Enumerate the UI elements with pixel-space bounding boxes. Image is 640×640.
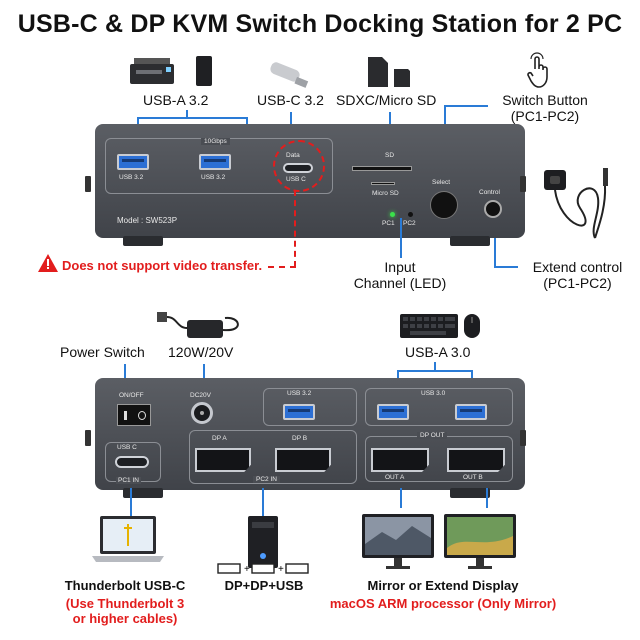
keyboard-icon [400, 314, 458, 338]
control-label: Control [479, 189, 500, 196]
dp-a-label: DP A [212, 435, 227, 442]
dc-label: DC20V [190, 392, 211, 399]
kvm-front-panel: 10Gbps USB 3.2 USB 3.2 Data USB C SD Mic… [95, 124, 525, 246]
micro-sd-label: Micro SD [372, 190, 399, 197]
svg-text:+: + [278, 564, 284, 575]
usb-c-port-front[interactable] [283, 163, 313, 173]
usb-c-port-back[interactable] [115, 456, 149, 468]
usb-a-30-port-1[interactable] [377, 404, 409, 420]
usb-a-30-port-2[interactable] [455, 404, 487, 420]
pc1-in-label: PC1 IN [116, 477, 141, 484]
switch-button-label: Switch Button (PC1-PC2) [502, 92, 588, 124]
sd-label: SDXC/Micro SD [336, 92, 437, 108]
usb-c-label-front: USB C [286, 176, 306, 183]
pc1-label: PC1 [382, 220, 395, 227]
hand-pointer-icon [527, 52, 548, 88]
power-switch-label: Power Switch [60, 344, 145, 360]
usb-a-30-label: USB-A 3.0 [405, 344, 471, 360]
laptop-icon [92, 516, 164, 562]
control-port[interactable] [484, 200, 502, 218]
usb-port-2-label: USB 3.2 [201, 174, 226, 181]
dp-b-port[interactable] [275, 448, 331, 472]
warning-icon [38, 254, 58, 272]
usb-a-32-label: USB-A 3.2 [143, 92, 209, 108]
speed-label: 10Gbps [201, 138, 230, 145]
usb-a-port-1[interactable] [117, 154, 149, 170]
usb30-label: USB 3.0 [421, 390, 446, 397]
pc2-in-label: PC2 IN [253, 476, 280, 483]
hard-drive-icon [196, 56, 212, 86]
usb-a-port-back[interactable] [283, 404, 315, 420]
usb-c-label-back: USB C [117, 444, 137, 451]
out-a-label: OUT A [385, 474, 405, 481]
thunderbolt-label: Thunderbolt USB-C [64, 578, 186, 593]
usb-c-32-label: USB-C 3.2 [257, 92, 324, 108]
monitor-icon [362, 514, 434, 569]
out-b-label: OUT B [463, 474, 483, 481]
select-label: Select [432, 179, 451, 186]
macos-label: macOS ARM processor (Only Mirror) [329, 596, 557, 611]
power-adapter-icon [157, 312, 239, 338]
dc-port[interactable] [191, 402, 213, 424]
pc1-led [390, 212, 395, 217]
dp-a-port[interactable] [195, 448, 251, 472]
printer-icon [130, 58, 174, 84]
warning-text: Does not support video transfer. [62, 258, 263, 273]
mirror-label: Mirror or Extend Display [367, 578, 519, 593]
dp-out-label: DP OUT [417, 432, 448, 439]
sd-card-icon [368, 57, 410, 87]
dp-usb-plugs-icon: + + [217, 563, 309, 575]
select-button[interactable] [430, 191, 458, 219]
extend-control-label: Extend control (PC1-PC2) [532, 259, 623, 291]
onoff-label: ON/OFF [119, 392, 144, 399]
control-cable-icon [544, 168, 608, 239]
usb-c-highlight [273, 140, 325, 192]
pc-tower-icon [248, 516, 278, 568]
usb-a-port-2[interactable] [199, 154, 231, 170]
out-a-port[interactable] [371, 448, 429, 472]
pc2-label: PC2 [403, 220, 416, 227]
power-switch[interactable] [117, 404, 151, 426]
usb-port-1-label: USB 3.2 [119, 174, 144, 181]
mouse-icon [464, 314, 480, 338]
power-label: 120W/20V [168, 344, 234, 360]
input-channel-label: Input Channel (LED) [353, 259, 447, 291]
sd-slot[interactable] [352, 166, 412, 171]
thunderbolt-note: (Use Thunderbolt 3 or higher cables) [65, 596, 185, 626]
pc2-led [408, 212, 413, 217]
data-label: Data [286, 152, 300, 159]
dp-b-label: DP B [292, 435, 308, 442]
sd-slot-label: SD [385, 152, 395, 159]
usb32-label-back: USB 3.2 [287, 390, 312, 397]
usb-stick-icon [270, 62, 309, 88]
kvm-back-panel: ON/OFF DC20V USB C PC1 IN USB 3.2 DP A D… [95, 378, 525, 498]
dp-usb-label: DP+DP+USB [224, 578, 304, 593]
out-b-port[interactable] [447, 448, 505, 472]
svg-text:+: + [244, 564, 250, 575]
page-title: USB-C & DP KVM Switch Docking Station fo… [17, 10, 623, 38]
micro-sd-slot[interactable] [371, 182, 395, 185]
model-label: Model : SW523P [117, 216, 178, 225]
monitor-icon-2 [444, 514, 516, 569]
